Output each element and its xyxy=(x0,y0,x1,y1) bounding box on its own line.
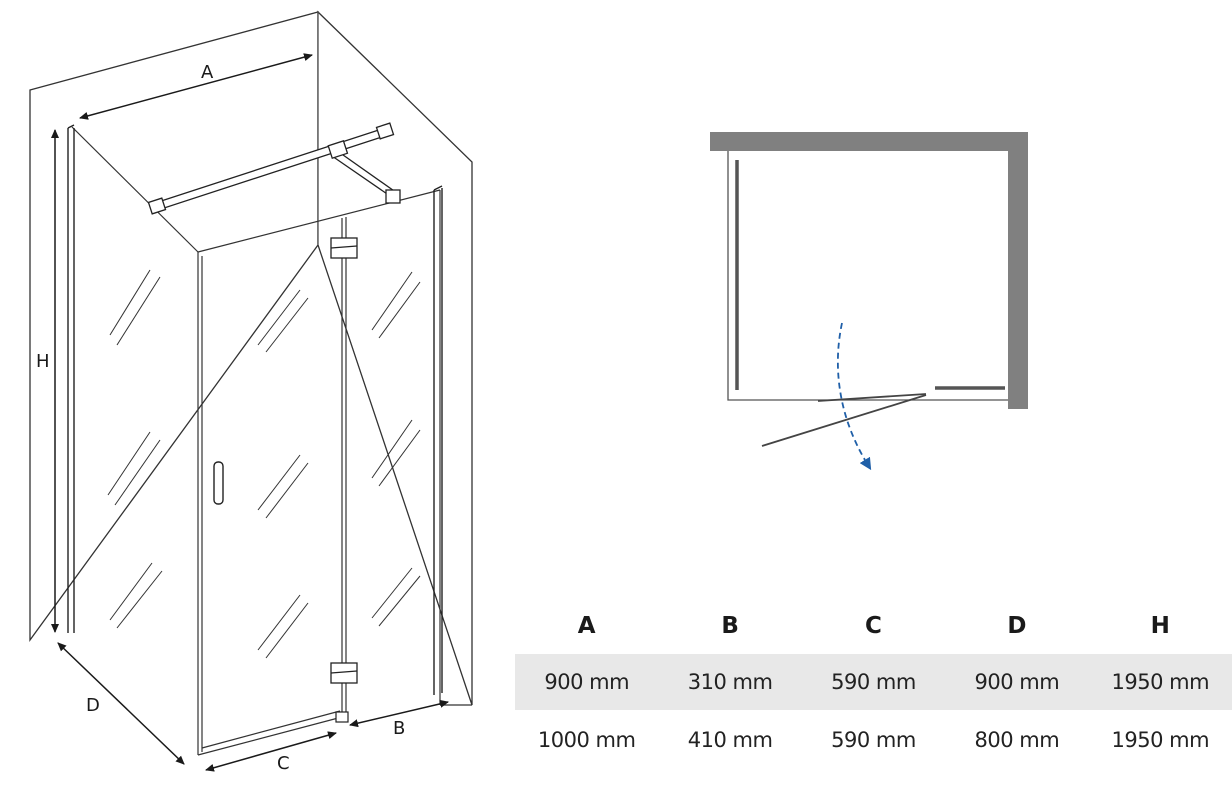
table-cell: 310 mm xyxy=(658,654,802,710)
table-header-a: A xyxy=(577,613,596,639)
table-cell: 900 mm xyxy=(945,654,1089,710)
dimension-a-arrow xyxy=(79,53,313,120)
left-wall-profile xyxy=(67,124,75,633)
table-header-row: A B C D H xyxy=(515,598,1232,654)
dimension-label-d: D xyxy=(86,695,100,716)
table-cell: 1950 mm xyxy=(1111,728,1210,752)
table-cell: 1950 mm xyxy=(1088,654,1232,710)
dimension-arrows xyxy=(51,53,449,772)
shower-plan-view-drawing xyxy=(710,132,1028,471)
table-cell: 900 mm xyxy=(515,654,659,710)
table-header-b: B xyxy=(721,613,739,639)
dimension-label-b: B xyxy=(393,718,405,739)
table-row: 900 mm 310 mm 590 mm 900 mm 1950 mm xyxy=(515,654,1232,710)
dimension-d-arrow xyxy=(57,642,185,765)
plan-back-wall xyxy=(710,132,1028,151)
dimensions-table: A B C D H 900 mm 310 mm 590 mm 900 mm 19… xyxy=(515,598,1232,768)
shower-enclosure-isometric-drawing: A H D C B xyxy=(29,10,473,774)
plan-side-wall xyxy=(1008,132,1028,409)
door-swing-arrow-icon xyxy=(837,322,872,471)
table-header-c: C xyxy=(865,613,882,639)
dimension-c-arrow xyxy=(205,731,337,772)
table-divider xyxy=(515,710,1232,712)
back-walls xyxy=(29,10,473,706)
dimension-label-a: A xyxy=(201,62,214,83)
dimension-label-c: C xyxy=(277,753,290,774)
table-header-h: H xyxy=(1150,613,1170,639)
table-row: 1000 mm 410 mm 590 mm 800 mm 1950 mm xyxy=(515,712,1232,768)
door-handle-icon xyxy=(213,461,224,505)
table-header-d: D xyxy=(1007,613,1027,639)
glass-reflections xyxy=(107,269,421,659)
door-hinges xyxy=(330,237,358,684)
table-cell: 410 mm xyxy=(687,728,773,752)
table-cell: 1000 mm xyxy=(537,728,636,752)
plan-door-closed xyxy=(817,393,927,402)
dimension-label-h: H xyxy=(36,351,50,372)
stabilizer-bars xyxy=(147,122,401,215)
plan-door-open xyxy=(761,394,927,447)
table-cell: 800 mm xyxy=(974,728,1060,752)
table-cell: 590 mm xyxy=(831,728,916,752)
dimension-b-arrow xyxy=(349,699,449,728)
table-cell: 590 mm xyxy=(801,654,946,710)
right-wall-profile xyxy=(433,185,443,695)
